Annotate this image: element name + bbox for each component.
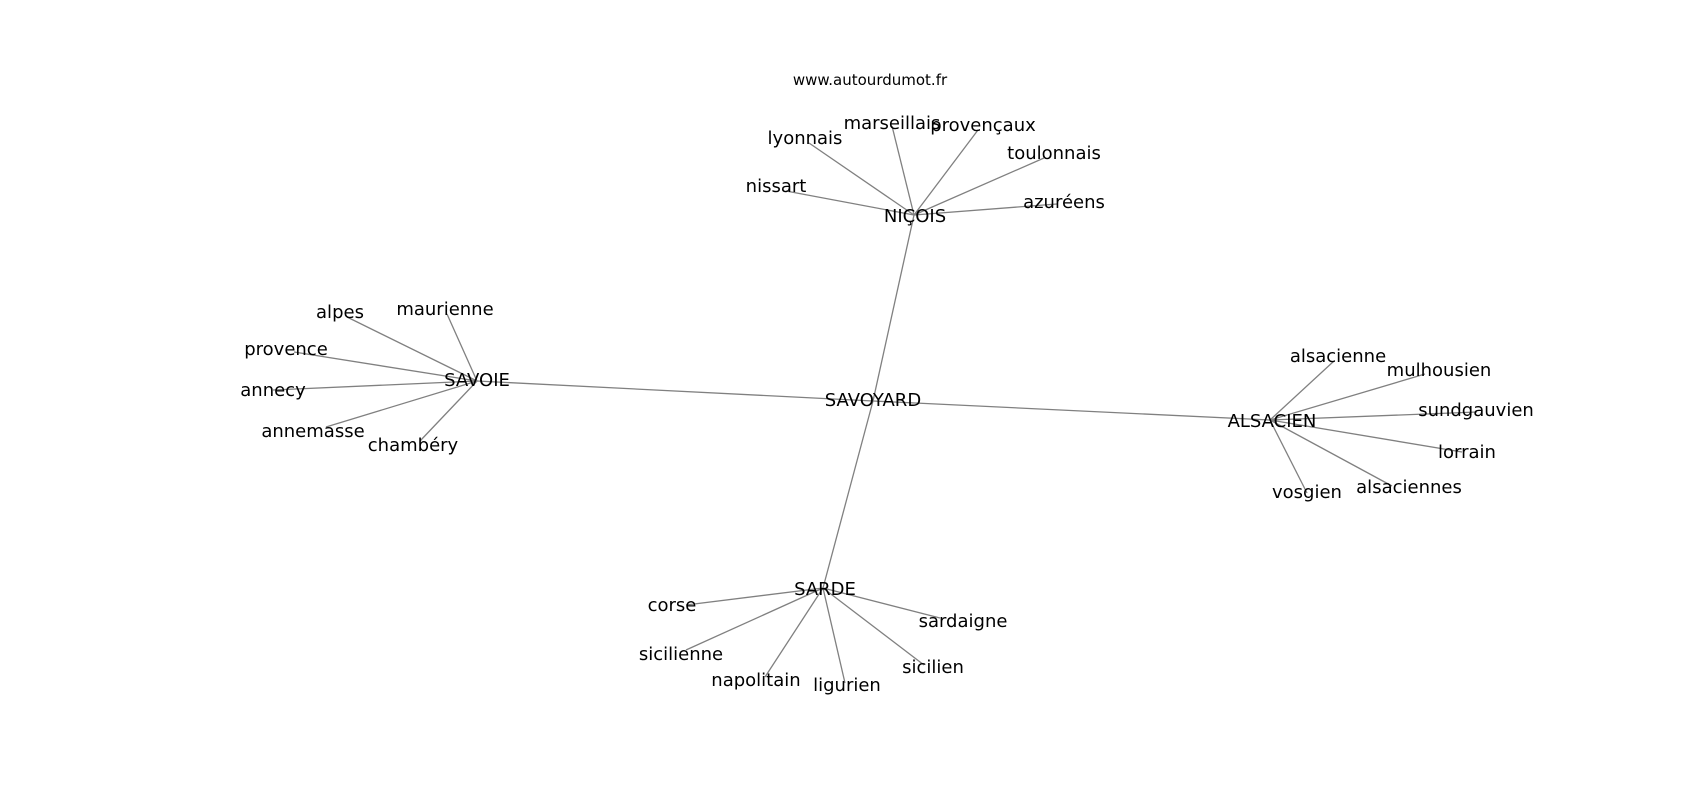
edge-hub-leaf: [272, 380, 478, 391]
edge-hub-leaf: [822, 587, 925, 666]
edge-hub-leaf: [446, 313, 478, 382]
edge-hub-leaf: [891, 125, 915, 216]
node-leaf: alpes: [316, 302, 364, 323]
node-leaf: toulonnais: [1007, 143, 1101, 164]
edge-center-hub: [476, 380, 874, 402]
node-hub: SAVOIE: [444, 370, 510, 391]
edge-hub-leaf: [293, 351, 478, 382]
node-leaf: marseillais: [844, 113, 941, 134]
edge-hub-leaf: [808, 142, 915, 216]
node-center: SAVOYARD: [825, 390, 921, 411]
edge-hub-leaf: [913, 157, 1045, 216]
node-leaf: sundgauvien: [1418, 400, 1534, 421]
node-leaf: nissart: [746, 176, 807, 197]
node-leaf: vosgien: [1272, 482, 1342, 503]
edge-hub-leaf: [822, 587, 846, 684]
edge-hub-leaf: [1269, 411, 1478, 421]
labels: SAVOYARD NIÇOIS nissart lyonnaismarseillais…: [240, 113, 1534, 696]
node-leaf: alsaciennes: [1356, 477, 1462, 498]
site-url: www.autourdumot.fr: [792, 71, 948, 89]
edge-hub-leaf: [1269, 360, 1335, 421]
node-leaf: ligurien: [813, 675, 881, 696]
edge-hub-leaf: [685, 587, 824, 651]
node-leaf: napolitain: [711, 670, 800, 691]
edge-hub-leaf: [685, 587, 824, 606]
node-leaf: provençaux: [930, 115, 1036, 136]
edge-hub-leaf: [822, 587, 941, 619]
node-leaf: lyonnais: [768, 128, 843, 149]
node-leaf: sicilienne: [639, 644, 723, 665]
node-leaf: sardaigne: [919, 611, 1008, 632]
edge-hub-leaf: [1269, 419, 1463, 453]
edge-hub-leaf: [346, 316, 478, 382]
edge-hub-leaf: [1269, 373, 1426, 421]
edge-hub-leaf: [1269, 419, 1393, 487]
node-leaf: sicilien: [902, 657, 964, 678]
node-leaf: maurienne: [396, 299, 493, 320]
node-leaf: annecy: [240, 380, 306, 401]
node-leaf: chambéry: [368, 435, 459, 456]
node-leaf: alsacienne: [1290, 346, 1386, 367]
edge-hub-leaf: [913, 203, 1058, 216]
node-hub: SARDE: [794, 579, 856, 600]
edge-hub-leaf: [419, 380, 478, 442]
node-leaf: mulhousien: [1387, 360, 1492, 381]
node-leaf: azuréens: [1023, 192, 1105, 213]
node-leaf: provence: [244, 339, 328, 360]
node-leaf: annemasse: [261, 421, 364, 442]
edge-hub-leaf: [785, 190, 915, 216]
edge-center-hub: [872, 400, 1271, 421]
node-leaf: corse: [648, 595, 697, 616]
edge-center-hub: [872, 214, 915, 402]
edge-hub-leaf: [913, 129, 979, 216]
edge-hub-leaf: [764, 587, 824, 678]
edge-center-hub: [822, 400, 874, 589]
node-leaf: lorrain: [1438, 442, 1496, 463]
edge-hub-leaf: [1269, 419, 1308, 494]
edges: [272, 125, 1478, 684]
edge-hub-leaf: [325, 380, 478, 428]
node-hub: NIÇOIS: [884, 206, 946, 227]
node-hub: ALSACIEN: [1228, 411, 1317, 432]
